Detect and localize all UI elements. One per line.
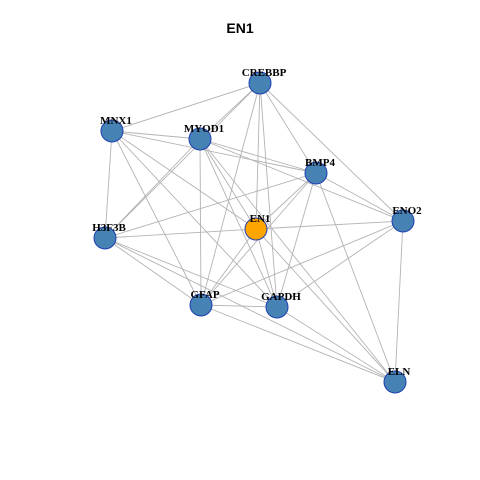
edge-eno2-gfap <box>200 220 404 306</box>
edge-myod1-gfap <box>199 138 202 306</box>
node-label-gfap: GFAP <box>190 289 219 301</box>
edge-crebbp-mnx1 <box>111 82 261 132</box>
edge-bmp4-en1 <box>255 172 317 230</box>
edge-mnx1-gapdh <box>111 130 278 308</box>
plot-title: EN1 <box>226 20 254 36</box>
edge-gfap-eln <box>200 304 396 383</box>
edge-myod1-h3f3b <box>104 138 201 239</box>
node-label-myod1: MYOD1 <box>184 123 224 135</box>
edge-h3f3b-eln <box>104 237 396 383</box>
edge-eno2-eln <box>394 220 404 383</box>
edge-crebbp-myod1 <box>199 82 261 140</box>
edge-myod1-bmp4 <box>199 138 317 174</box>
node-eln[interactable] <box>383 370 407 394</box>
edge-eno2-en1 <box>255 220 404 230</box>
edge-mnx1-myod1 <box>111 130 201 140</box>
edge-myod1-eno2 <box>199 138 404 222</box>
edge-myod1-eln <box>199 138 396 383</box>
node-label-bmp4: BMP4 <box>305 157 335 169</box>
edge-crebbp-gfap <box>200 82 261 306</box>
node-label-crebbp: CREBBP <box>242 67 287 79</box>
edge-bmp4-eln <box>315 172 396 383</box>
node-layer <box>93 71 415 394</box>
node-label-eno2: ENO2 <box>392 205 422 217</box>
node-label-h3f3b: H3F3B <box>92 222 126 234</box>
edge-h3f3b-gapdh <box>104 237 278 308</box>
node-en1[interactable] <box>244 217 268 241</box>
node-gapdh[interactable] <box>265 295 289 319</box>
edge-crebbp-eno2 <box>259 82 404 222</box>
edge-crebbp-gapdh <box>259 82 278 308</box>
node-gfap[interactable] <box>189 293 213 317</box>
node-eno2[interactable] <box>391 209 415 233</box>
node-myod1[interactable] <box>188 127 212 151</box>
node-crebbp[interactable] <box>248 71 272 95</box>
edge-bmp4-h3f3b <box>104 172 317 239</box>
node-label-en1: EN1 <box>250 213 271 225</box>
edge-crebbp-h3f3b <box>104 82 261 239</box>
edge-h3f3b-gfap <box>104 237 202 306</box>
edge-bmp4-eno2 <box>315 172 404 222</box>
edge-en1-gapdh <box>255 228 278 308</box>
edge-en1-gfap <box>200 228 257 306</box>
edge-en1-eln <box>255 228 396 383</box>
edge-mnx1-gfap <box>111 130 202 306</box>
edge-myod1-en1 <box>199 138 257 230</box>
node-h3f3b[interactable] <box>93 226 117 250</box>
edge-mnx1-bmp4 <box>111 130 317 174</box>
edge-mnx1-en1 <box>111 130 257 230</box>
edge-gfap-gapdh <box>200 304 278 308</box>
edge-bmp4-gapdh <box>276 172 317 308</box>
edge-h3f3b-en1 <box>104 228 257 239</box>
node-label-eln: ELN <box>388 366 411 378</box>
edge-gapdh-eln <box>276 306 396 383</box>
edge-eno2-gapdh <box>276 220 404 308</box>
edge-mnx1-h3f3b <box>104 130 113 239</box>
node-label-mnx1: MNX1 <box>100 115 132 127</box>
node-bmp4[interactable] <box>304 161 328 185</box>
node-mnx1[interactable] <box>100 119 124 143</box>
edge-crebbp-bmp4 <box>259 82 317 174</box>
node-label-gapdh: GAPDH <box>261 291 301 303</box>
edge-layer <box>104 82 404 383</box>
